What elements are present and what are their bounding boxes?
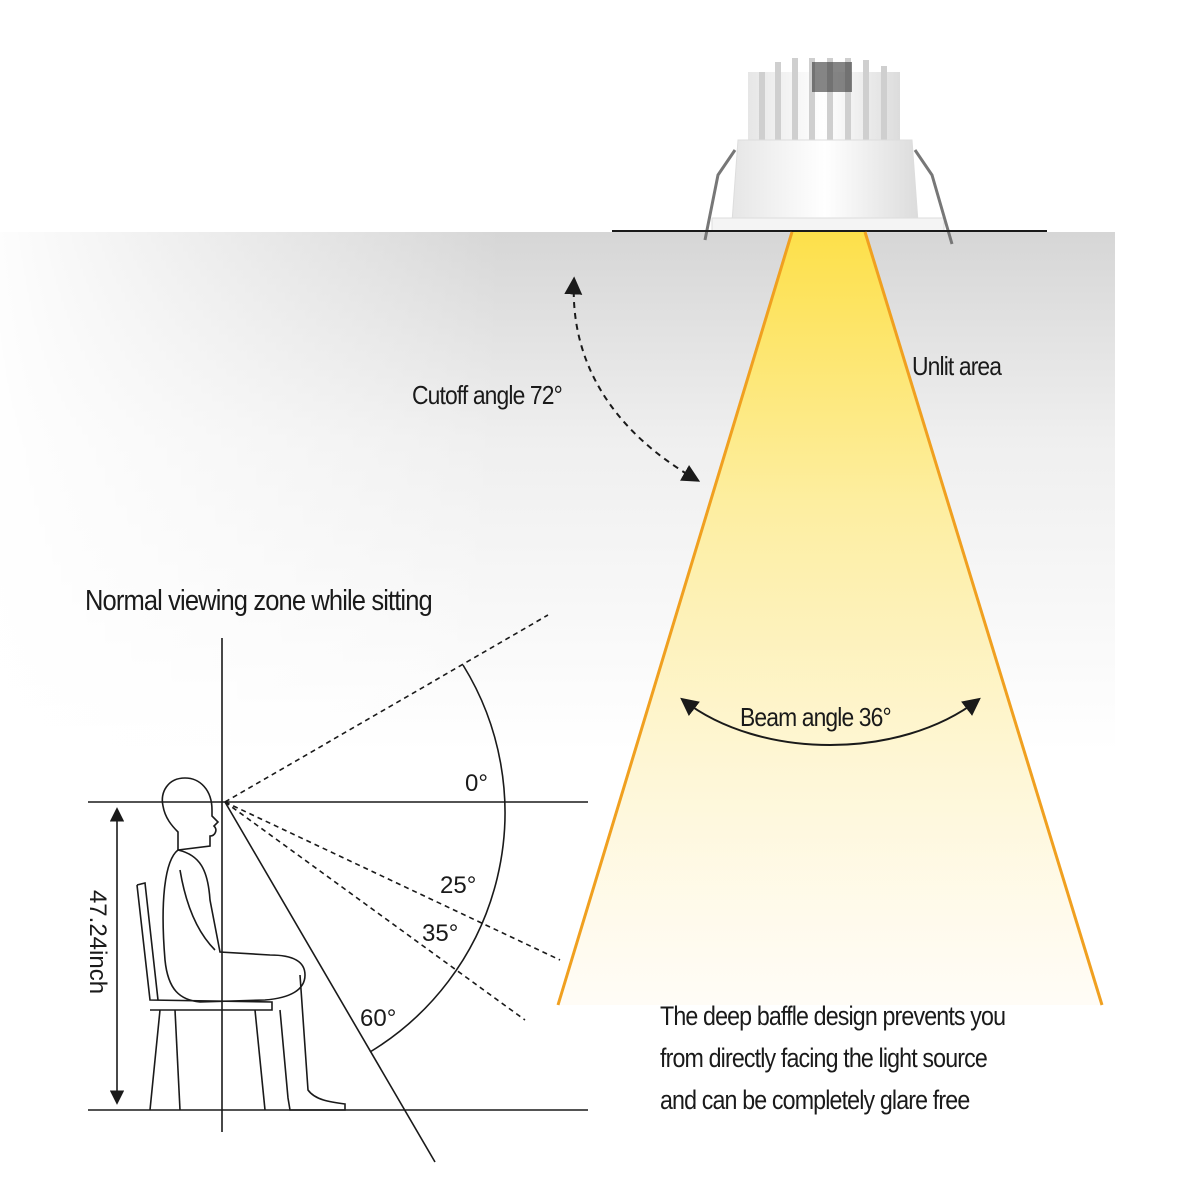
note-line: and can be completely glare free (660, 1085, 970, 1115)
beam-angle-label: Beam angle 36° (740, 702, 892, 732)
beam-edge-right (863, 231, 1104, 1006)
beam-angle-arrow (680, 697, 981, 746)
note-line: from directly facing the light source (660, 1043, 988, 1073)
angle-label-60: 60° (360, 1005, 397, 1032)
note-line: The deep baffle design prevents you (660, 1001, 1006, 1031)
viewing-zone-title: Normal viewing zone while sitting (85, 585, 433, 617)
cutoff-angle-label: Cutoff angle 72° (412, 380, 563, 410)
glare-free-note: The deep baffle design prevents you from… (660, 995, 1006, 1121)
unlit-area-label: Unlit area (912, 351, 1002, 381)
angle-label-35: 35° (422, 920, 459, 947)
cutoff-angle-arrow (564, 276, 701, 482)
angle-label-0: 0° (465, 770, 488, 797)
seated-person-icon (136, 777, 346, 1111)
seated-eye-height-label: 47.24inch (84, 889, 111, 995)
light-beam (558, 232, 1102, 1005)
viewing-zone-lines (88, 614, 588, 1163)
angle-label-25: 25° (440, 872, 477, 899)
beam-edge-left (556, 231, 794, 1006)
downlight-fixture (703, 58, 954, 245)
